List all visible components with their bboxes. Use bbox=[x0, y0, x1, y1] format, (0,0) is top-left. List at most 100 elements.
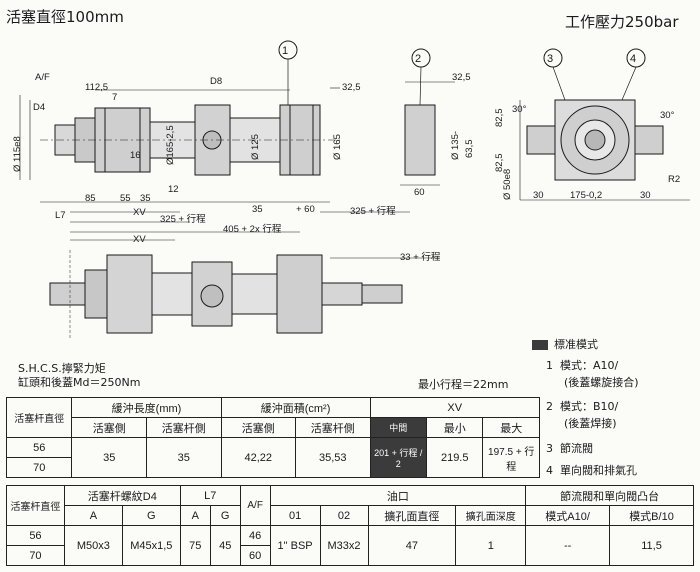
dim-d175: 175-0,2 bbox=[570, 190, 602, 201]
dim-d7: 7 bbox=[112, 92, 117, 103]
t2-mode-a: 模式A10/ bbox=[525, 505, 611, 526]
legend-swatch bbox=[532, 340, 548, 350]
t1-piston-side2: 活塞側 bbox=[220, 417, 297, 438]
note-min-stroke: 最小行程＝22mm bbox=[418, 378, 509, 391]
legend-item-3: 3 節流閥 bbox=[546, 442, 593, 455]
t1-max: 最大 bbox=[482, 417, 540, 438]
t1-piston-side: 活塞側 bbox=[71, 417, 147, 438]
t2-rod-56: 56 bbox=[6, 525, 65, 546]
page-title-right: 工作壓力250bar bbox=[565, 13, 679, 31]
t1-val-3: 35,53 bbox=[295, 437, 371, 478]
t2-a2: A bbox=[179, 505, 211, 526]
legend-item-2: 2 模式：B10/ bbox=[546, 400, 619, 413]
t2-boss-depth-val: 1 bbox=[455, 525, 527, 566]
dim-d35a: 35 bbox=[140, 193, 151, 204]
t2-val-1: M45x1,5 bbox=[121, 525, 181, 566]
callout-4: 4 bbox=[630, 53, 636, 65]
t1-min-val: 219.5 bbox=[425, 437, 484, 478]
t2-mode-a-val: -- bbox=[525, 525, 611, 566]
t1-cushion-area: 緩沖面積(cm²) bbox=[220, 397, 371, 418]
t2-g: G bbox=[121, 505, 181, 526]
dim-d63: 63,5 bbox=[464, 140, 475, 159]
dim-d60b: 60 bbox=[414, 187, 425, 198]
dim-d115: Ø 115e8 bbox=[12, 136, 23, 172]
t2-thread: 活塞杆螺紋D4 bbox=[63, 485, 181, 506]
t1-xv: XV bbox=[369, 397, 541, 418]
dim-d30c: 30 bbox=[533, 190, 544, 201]
t1-cushion-len: 緩沖長度(mm) bbox=[71, 397, 222, 418]
legend-item-4: 4 單向閥和排氣孔 bbox=[546, 464, 637, 477]
t2-af: A/F bbox=[239, 485, 271, 526]
t2-port-02: M33x2 bbox=[319, 525, 369, 566]
callout-2: 2 bbox=[415, 53, 421, 65]
legend-item-2-sub: (後蓋焊接) bbox=[564, 417, 617, 430]
t1-min: 最小 bbox=[425, 417, 484, 438]
dim-d82b: 82,5 bbox=[494, 154, 505, 173]
t2-boss-dia-val: 47 bbox=[367, 525, 457, 566]
dim-d165-25: Ø165-2,5 bbox=[165, 125, 176, 165]
dim-d50: Ø 50e8 bbox=[502, 169, 513, 200]
t2-val-2: 75 bbox=[179, 525, 211, 566]
t2-mode-b: 模式B/10 bbox=[609, 505, 694, 526]
t1-mid-val: 201 + 行程 / 2 bbox=[369, 437, 428, 478]
dim-d325b: 325 + 行程 bbox=[350, 205, 396, 217]
dim-d55: 55 bbox=[120, 193, 131, 204]
note-torque: 缸頭和後蓋Md＝250Nm bbox=[18, 376, 141, 389]
callout-1: 1 bbox=[282, 45, 288, 57]
t2-rod-70: 70 bbox=[6, 545, 65, 566]
t2-boss-depth: 擴孔面深度 bbox=[455, 505, 527, 526]
t1-rod-70: 70 bbox=[5, 457, 73, 478]
t2-oil: 油口 bbox=[269, 485, 527, 506]
t2-port-01: 1" BSP bbox=[269, 525, 321, 566]
t2-a: A bbox=[63, 505, 123, 526]
dim-d30b: 30° bbox=[660, 110, 675, 121]
dim-d85: 85 bbox=[85, 193, 96, 204]
t2-val-3: 45 bbox=[209, 525, 241, 566]
dim-af: A/F bbox=[35, 72, 50, 83]
dim-r2: R2 bbox=[668, 174, 680, 185]
t2-o2: 02 bbox=[319, 505, 369, 526]
dim-d112: 112,5 bbox=[85, 82, 108, 93]
t1-val-2: 42,22 bbox=[220, 437, 297, 478]
t1-rod-56: 56 bbox=[5, 437, 73, 458]
t1-val-0: 35 bbox=[71, 437, 147, 478]
t2-val-0: M50x3 bbox=[63, 525, 123, 566]
dim-d4: D4 bbox=[33, 102, 45, 113]
t2-af-60: 60 bbox=[239, 545, 271, 566]
cylinder-drawing: 1 2 3 4 A/F D4 D8 Ø 115e8 Ø165-2,5 Ø 125… bbox=[12, 40, 690, 340]
t1-max-val: 197.5 + 行程 bbox=[482, 437, 540, 478]
dim-d82a: 82,5 bbox=[494, 109, 505, 128]
t2-l7: L7 bbox=[179, 485, 241, 506]
dim-d30d: 30 bbox=[640, 190, 651, 201]
dim-d405: 405 + 2x 行程 bbox=[223, 223, 282, 235]
dim-d30a: 30° bbox=[512, 104, 527, 115]
dim-l7: L7 bbox=[55, 210, 66, 221]
t2-g2: G bbox=[209, 505, 241, 526]
dim-d33: 33 + 行程 bbox=[400, 251, 441, 263]
dim-d32b: 32,5 bbox=[452, 72, 471, 83]
dim-d12: 12 bbox=[168, 184, 179, 195]
t1-rod-header: 活塞杆直徑 bbox=[5, 397, 73, 438]
legend-item-1: 1 模式：A10/ bbox=[546, 359, 619, 372]
t1-val-1: 35 bbox=[146, 437, 222, 478]
dim-xv2: XV bbox=[133, 234, 146, 245]
dim-d325a: 325 + 行程 bbox=[160, 213, 206, 225]
t2-o1: 01 bbox=[269, 505, 321, 526]
t1-mid: 中間 bbox=[369, 417, 428, 438]
t2-mode-b-val: 11,5 bbox=[609, 525, 694, 566]
table-ports: 活塞杆直徑 活塞杆螺紋D4 L7 A/F 油口 節流閥和單向閥凸台 A G A … bbox=[6, 485, 694, 566]
dim-d8: D8 bbox=[210, 76, 222, 87]
callout-3: 3 bbox=[547, 53, 553, 65]
t1-rod-side2: 活塞杆側 bbox=[295, 417, 371, 438]
t2-af-46: 46 bbox=[239, 525, 271, 546]
dim-d60: + 60 bbox=[296, 204, 315, 215]
page-title-left: 活塞直徑100mm bbox=[6, 8, 124, 26]
table-cushion: 活塞杆直徑 緩沖長度(mm) 緩沖面積(cm²) XV 活塞側 活塞杆側 活塞側… bbox=[5, 397, 541, 478]
dim-d32a: 32,5 bbox=[342, 82, 361, 93]
dim-d135: Ø 135- bbox=[450, 131, 461, 160]
dim-xv1: XV bbox=[133, 207, 146, 218]
note-shcs: S.H.C.S.擰緊力矩 bbox=[18, 362, 106, 375]
dim-d35b: 35 bbox=[252, 204, 263, 215]
legend-item-1-sub: (後蓋螺旋接合) bbox=[564, 376, 639, 389]
dim-d16: 16 bbox=[130, 150, 141, 161]
